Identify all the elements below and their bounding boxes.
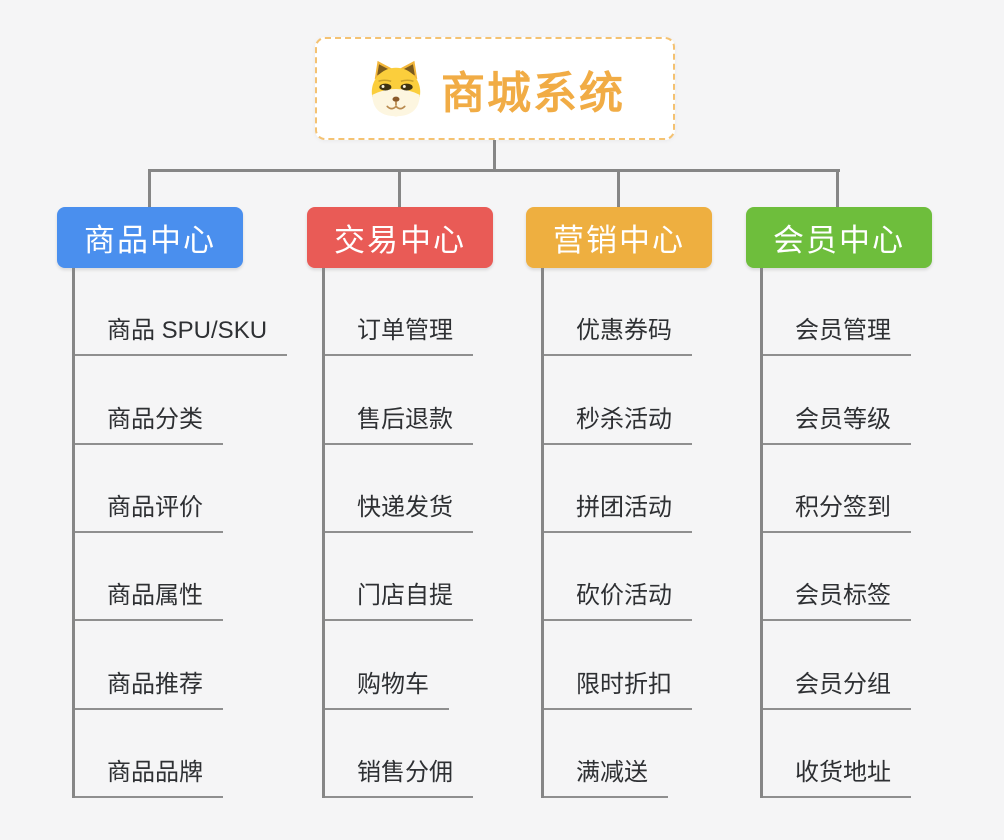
leaf-label: 销售分佣 <box>325 758 473 798</box>
leaf-label: 商品评价 <box>75 493 223 533</box>
leaf-node[interactable]: 商品属性 <box>75 533 287 622</box>
leaf-node[interactable]: 拼团活动 <box>544 445 692 533</box>
root-node-mall-system[interactable]: 商城系统 <box>315 37 675 140</box>
leaf-node[interactable]: 售后退款 <box>325 356 473 445</box>
leaf-label: 优惠券码 <box>544 316 692 357</box>
leaf-node[interactable]: 满减送 <box>544 710 692 798</box>
connector-drop-members <box>836 169 839 208</box>
root-title: 商城系统 <box>441 68 625 118</box>
dog-face-icon <box>371 60 421 116</box>
leaf-node[interactable]: 门店自提 <box>325 533 473 622</box>
leaf-node[interactable]: 限时折扣 <box>544 621 692 710</box>
leaf-label: 会员等级 <box>763 405 911 445</box>
leaf-node[interactable]: 商品推荐 <box>75 621 287 710</box>
leaf-node[interactable]: 砍价活动 <box>544 533 692 622</box>
leaf-node[interactable]: 商品品牌 <box>75 710 287 798</box>
leaf-label: 拼团活动 <box>544 493 692 533</box>
leaf-node[interactable]: 会员分组 <box>763 621 911 710</box>
branch-node-product-center[interactable]: 商品中心 <box>57 207 243 268</box>
leaf-node[interactable]: 购物车 <box>325 621 473 710</box>
leaf-label: 售后退款 <box>325 405 473 445</box>
branch-node-marketing-center[interactable]: 营销中心 <box>526 207 712 268</box>
branch-node-trade-center[interactable]: 交易中心 <box>307 207 493 268</box>
leaf-label: 满减送 <box>544 758 668 798</box>
leaf-label: 商品 SPU/SKU <box>75 316 288 357</box>
leaf-label: 会员分组 <box>763 670 911 710</box>
children-column-product-center: 商品 SPU/SKU 商品分类 商品评价 商品属性 商品推荐 商品品牌 <box>72 268 288 798</box>
leaf-label: 收货地址 <box>763 758 911 798</box>
children-column-member-center: 会员管理 会员等级 积分签到 会员标签 会员分组 收货地址 <box>760 268 911 798</box>
leaf-label: 订单管理 <box>325 316 473 357</box>
connector-root-stem <box>493 140 496 171</box>
leaf-node[interactable]: 商品评价 <box>75 445 287 533</box>
leaf-label: 积分签到 <box>763 493 911 533</box>
leaf-label: 门店自提 <box>325 581 473 622</box>
leaf-label: 商品属性 <box>75 581 223 622</box>
leaf-label: 商品分类 <box>75 405 223 445</box>
leaf-label: 快递发货 <box>325 493 473 533</box>
connector-drop-products <box>148 169 151 208</box>
leaf-label: 会员管理 <box>763 316 911 357</box>
branch-node-member-center[interactable]: 会员中心 <box>746 207 932 268</box>
leaf-label: 秒杀活动 <box>544 405 692 445</box>
leaf-node[interactable]: 秒杀活动 <box>544 356 692 445</box>
leaf-label: 会员标签 <box>763 581 911 622</box>
leaf-node[interactable]: 优惠券码 <box>544 268 692 357</box>
leaf-label: 商品品牌 <box>75 758 223 798</box>
leaf-node[interactable]: 快递发货 <box>325 445 473 533</box>
leaf-node[interactable]: 会员标签 <box>763 533 911 622</box>
leaf-node[interactable]: 收货地址 <box>763 710 911 798</box>
leaf-node[interactable]: 商品 SPU/SKU <box>75 268 288 357</box>
leaf-label: 限时折扣 <box>544 670 692 710</box>
connector-horizontal-spine <box>149 169 840 172</box>
leaf-node[interactable]: 会员等级 <box>763 356 911 445</box>
children-column-trade-center: 订单管理 售后退款 快递发货 门店自提 购物车 销售分佣 <box>322 268 473 798</box>
leaf-label: 商品推荐 <box>75 670 223 710</box>
leaf-node[interactable]: 商品分类 <box>75 356 287 445</box>
leaf-label: 砍价活动 <box>544 581 692 622</box>
leaf-node[interactable]: 积分签到 <box>763 445 911 533</box>
children-column-marketing-center: 优惠券码 秒杀活动 拼团活动 砍价活动 限时折扣 满减送 <box>541 268 692 798</box>
leaf-node[interactable]: 销售分佣 <box>325 710 473 798</box>
connector-drop-marketing <box>617 169 620 208</box>
leaf-node[interactable]: 会员管理 <box>763 268 911 357</box>
leaf-label: 购物车 <box>325 670 449 710</box>
leaf-node[interactable]: 订单管理 <box>325 268 473 357</box>
connector-drop-trade <box>398 169 401 208</box>
